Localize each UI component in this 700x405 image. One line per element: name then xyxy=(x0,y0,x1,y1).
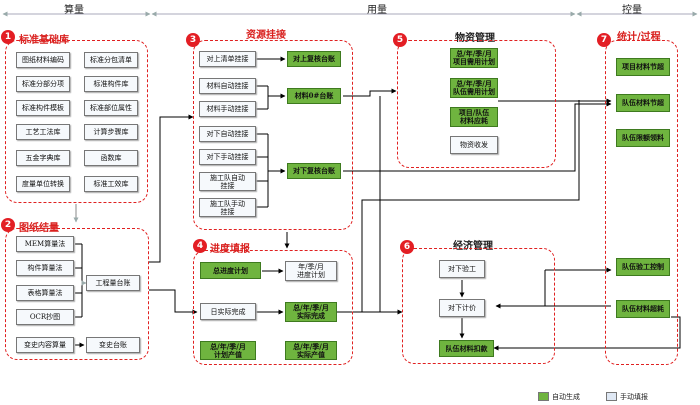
section-5-title: 物资管理 xyxy=(455,33,495,44)
s1-item: 工艺工法库 xyxy=(16,124,70,140)
section-6-title: 经济管理 xyxy=(453,241,493,252)
section-6-region xyxy=(402,248,555,364)
section-3-region xyxy=(193,40,353,230)
s3-item: 材料自动挂接 xyxy=(199,78,256,94)
s4-item: 年/季/月 进度计划 xyxy=(285,261,337,281)
section-4-title: 进度填报 xyxy=(210,244,250,255)
s3-item: 对下自动挂接 xyxy=(199,126,256,142)
s1-item: 图纸材料编码 xyxy=(16,52,70,68)
s1-item: 标准构件库 xyxy=(84,76,138,92)
section-5-region xyxy=(397,40,556,168)
s1-item: 计算步骤库 xyxy=(84,124,138,140)
s5-item: 总/年/季/月 队伍需用计划 xyxy=(450,78,498,98)
legend-auto-swatch xyxy=(538,392,549,401)
s2-item: 表格算量法 xyxy=(16,285,74,301)
s2-item: 工程量台账 xyxy=(86,275,140,291)
s2-item: MEM算量法 xyxy=(16,236,74,252)
section-3-title: 资源挂接 xyxy=(246,30,286,41)
s5-item: 总/年/季/月 项目需用计划 xyxy=(450,48,498,68)
s1-item: 五金字典库 xyxy=(16,150,70,166)
s3-item: 对上复核台账 xyxy=(287,51,341,67)
s3-item: 材料手动挂接 xyxy=(199,101,256,117)
s4-item: 总进度计划 xyxy=(200,262,261,279)
s3-item: 对下复核台账 xyxy=(287,163,341,179)
s4-item: 总/年/季/月 实际完成 xyxy=(285,302,337,322)
s3-item: 施工队手动 挂接 xyxy=(199,198,256,217)
s7-item: 队伍材料节超 xyxy=(616,94,670,112)
s4-item: 总/年/季/月 计划产值 xyxy=(200,341,256,360)
s7-item: 项目材料节超 xyxy=(616,58,670,76)
s1-item: 标准分包清单 xyxy=(84,52,138,68)
s3-item: 对上清单挂接 xyxy=(199,51,256,67)
s1-item: 函数库 xyxy=(84,150,138,166)
s1-item: 标准部位属性 xyxy=(84,100,138,116)
s6-item: 队伍材料扣款 xyxy=(439,340,494,357)
s5-item: 物资收发 xyxy=(450,136,498,154)
s2-item: 构件算量法 xyxy=(16,260,74,276)
section-7-region xyxy=(605,40,678,365)
s1-item: 标准分部分项 xyxy=(16,76,70,92)
s7-item: 队伍材料超耗 xyxy=(616,300,670,318)
s2-item: 变史内容算量 xyxy=(16,337,74,353)
s5-item: 项目/队伍 材料应耗 xyxy=(450,107,498,127)
legend-manual-label: 手动填报 xyxy=(620,393,648,401)
phase-calc-label: 算量 xyxy=(64,5,84,16)
s1-item: 标准构件模板 xyxy=(16,100,70,116)
phase-use-label: 用量 xyxy=(367,5,387,16)
s3-item: 施工队自动 挂接 xyxy=(199,172,256,191)
section-4-region xyxy=(193,250,353,365)
s7-item: 队伍验工控制 xyxy=(616,258,670,276)
section-7-title: 统计/过程 xyxy=(617,32,661,43)
s6-item: 对下计价 xyxy=(439,299,485,317)
s2-item: 变史台账 xyxy=(86,337,140,353)
legend-auto-label: 自动生成 xyxy=(552,393,580,401)
s3-item: 材料0#台账 xyxy=(287,88,341,104)
s4-item: 总/年/季/月 实际产值 xyxy=(285,341,337,360)
phase-control-label: 控量 xyxy=(622,5,642,16)
s1-item: 标准工效库 xyxy=(84,176,138,192)
s1-item: 度量单位转换 xyxy=(16,176,70,192)
section-1-region xyxy=(5,40,148,203)
s2-item: OCR抄图 xyxy=(16,309,74,325)
s4-item: 日实际完成 xyxy=(200,303,256,320)
s3-item: 对下手动挂接 xyxy=(199,149,256,165)
s6-item: 对下验工 xyxy=(439,260,485,278)
legend-manual-swatch xyxy=(606,392,617,401)
section-2-region xyxy=(5,228,149,360)
section-4-badge: 4 xyxy=(193,239,207,253)
s7-item: 队伍限额领料 xyxy=(616,129,670,147)
